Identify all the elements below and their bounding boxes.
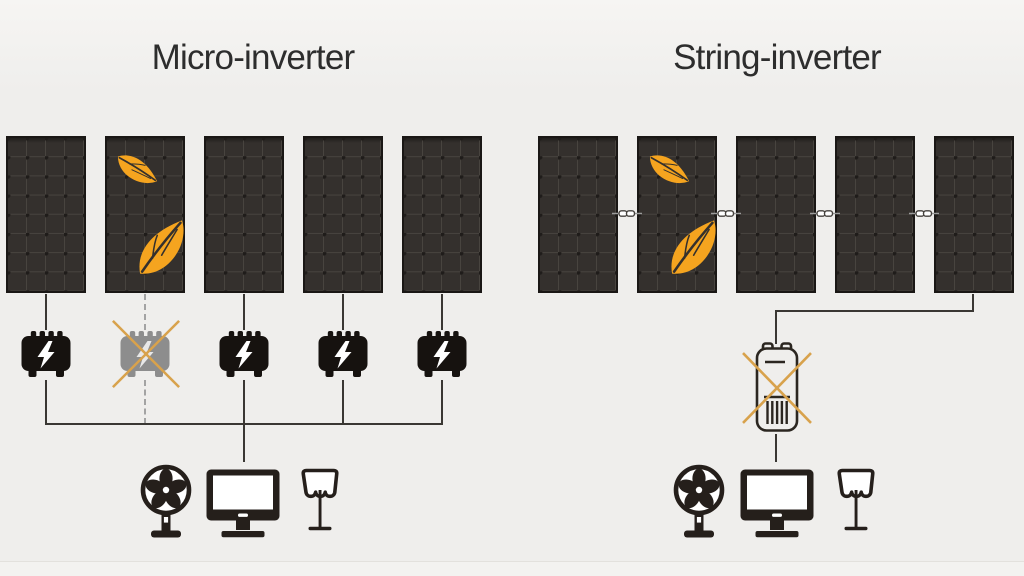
cross-out-icon bbox=[739, 349, 815, 427]
solar-panel bbox=[6, 136, 86, 293]
inverter-wire bbox=[45, 380, 47, 424]
fan-icon bbox=[139, 464, 195, 542]
micro-inverter-icon bbox=[316, 328, 370, 380]
bus-wire bbox=[45, 423, 443, 425]
micro-inverter-title: Micro-inverter bbox=[151, 38, 356, 77]
feed-wire bbox=[775, 434, 777, 462]
cable-connector-icon bbox=[909, 208, 939, 219]
footer-strip bbox=[0, 561, 1024, 576]
inverter-wire-dashed bbox=[144, 380, 146, 424]
solar-panel bbox=[204, 136, 284, 293]
string-wire-vertical bbox=[972, 294, 974, 312]
solar-panel bbox=[934, 136, 1014, 293]
string-wire-drop bbox=[775, 312, 777, 344]
panel-wire bbox=[342, 294, 344, 330]
lamp-icon bbox=[832, 467, 880, 534]
cross-out-icon bbox=[109, 317, 183, 391]
solar-panel bbox=[835, 136, 915, 293]
lamp-icon bbox=[296, 467, 344, 534]
feed-wire bbox=[243, 425, 245, 462]
string-inverter-title: String-inverter bbox=[673, 38, 882, 77]
cable-connector-icon bbox=[711, 208, 741, 219]
solar-panel bbox=[538, 136, 618, 293]
solar-panel bbox=[303, 136, 383, 293]
solar-panel bbox=[736, 136, 816, 293]
micro-inverter-icon bbox=[415, 328, 469, 380]
monitor-icon bbox=[205, 468, 281, 538]
inverter-wire bbox=[342, 380, 344, 424]
cable-connector-icon bbox=[612, 208, 642, 219]
inverter-wire bbox=[243, 380, 245, 424]
solar-panel bbox=[402, 136, 482, 293]
panel-wire-dashed bbox=[144, 294, 146, 330]
cable-connector-icon bbox=[810, 208, 840, 219]
micro-inverter-icon bbox=[19, 328, 73, 380]
fan-icon bbox=[672, 464, 728, 542]
panel-wire bbox=[243, 294, 245, 330]
monitor-icon bbox=[739, 468, 815, 538]
inverter-wire bbox=[441, 380, 443, 424]
string-wire-horizontal bbox=[775, 310, 974, 312]
micro-inverter-icon bbox=[217, 328, 271, 380]
panel-wire bbox=[45, 294, 47, 330]
panel-wire bbox=[441, 294, 443, 330]
